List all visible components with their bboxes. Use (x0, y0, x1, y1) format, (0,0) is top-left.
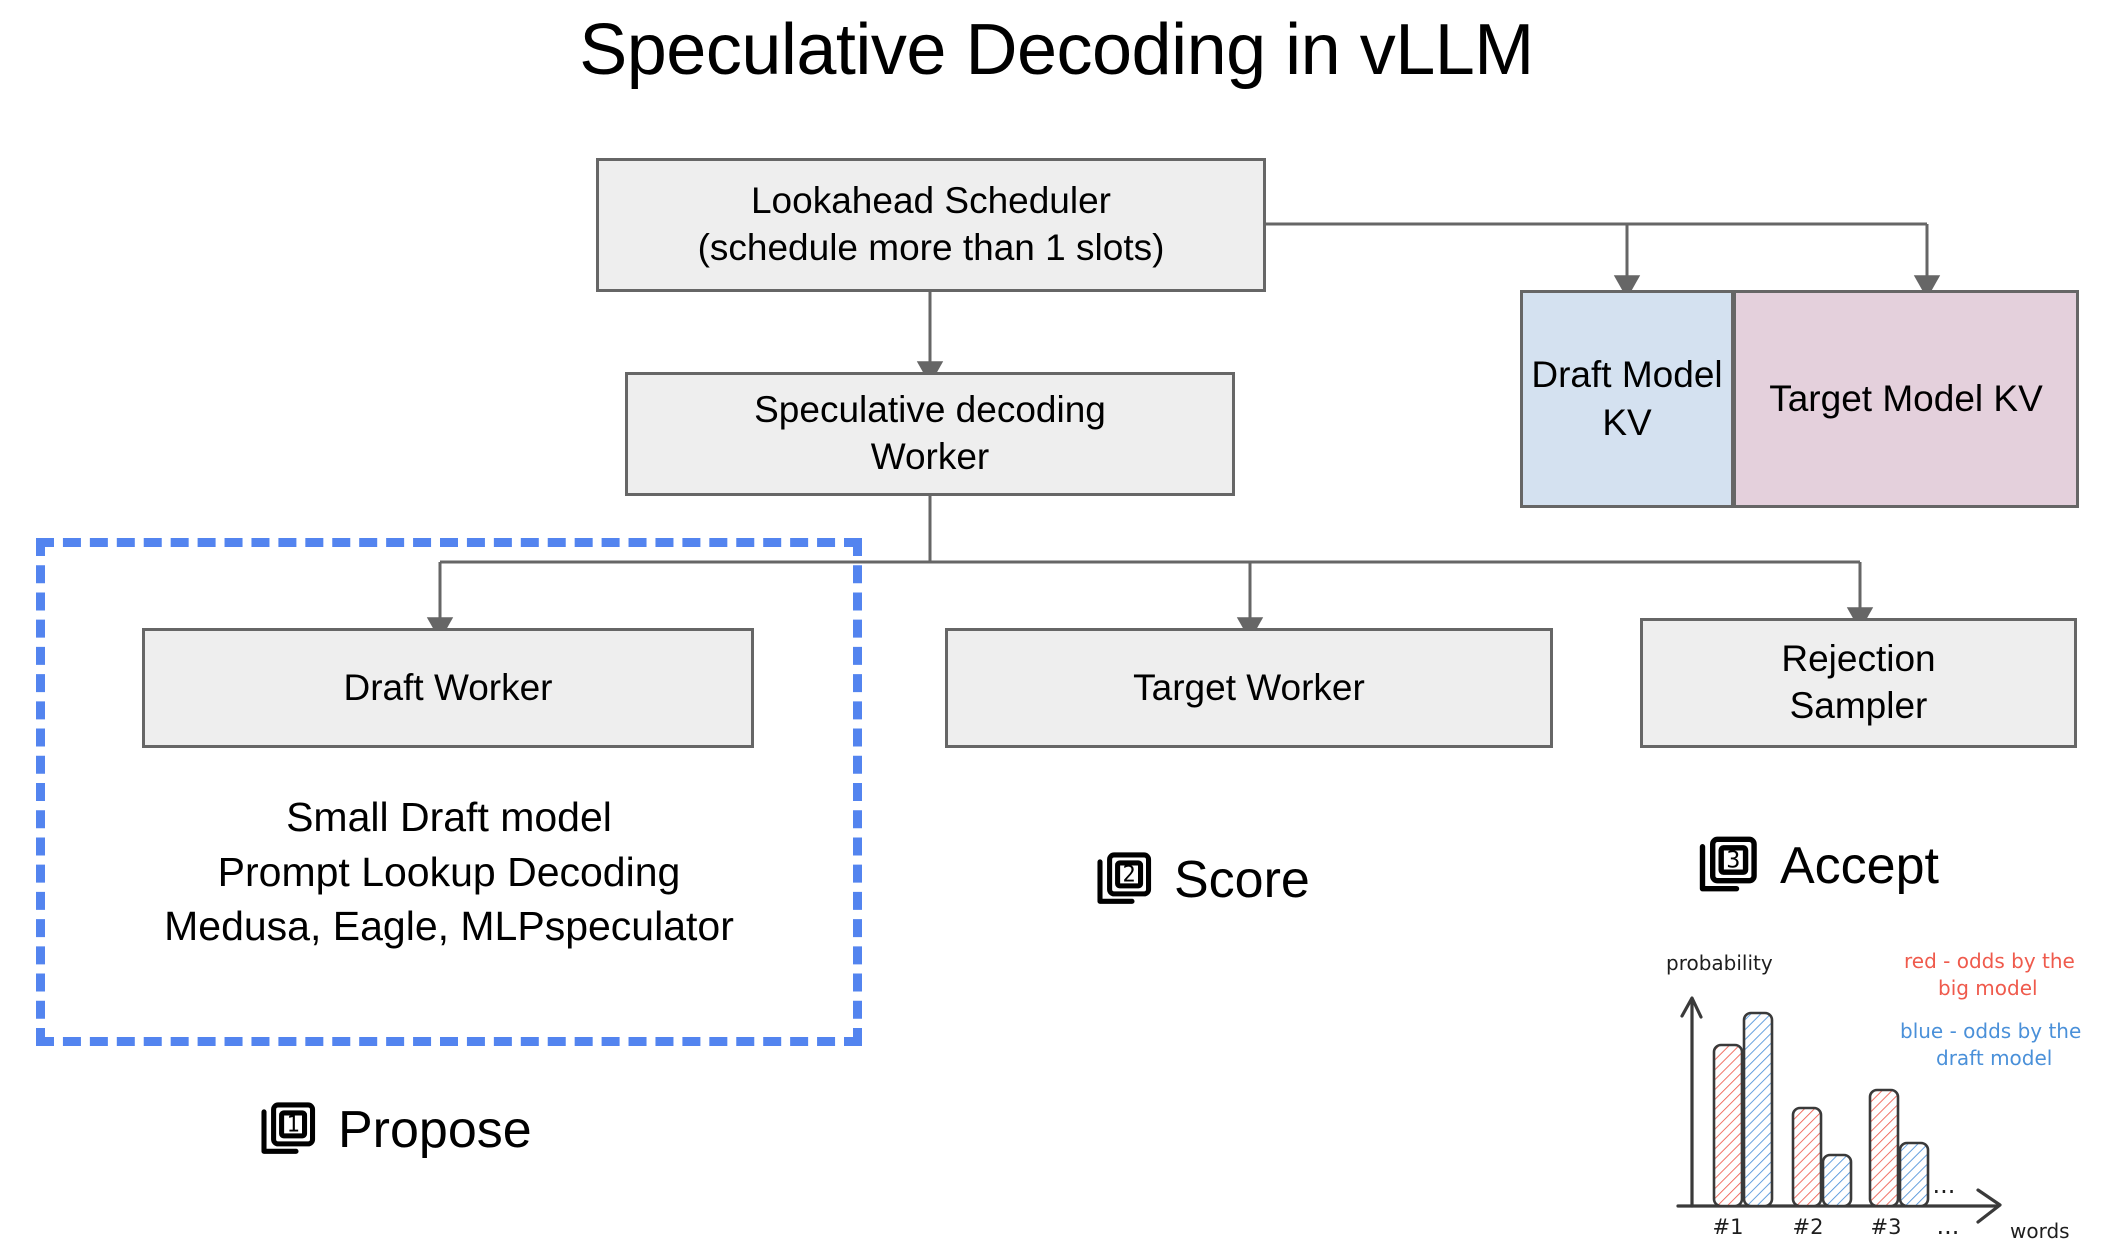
node-line-1: Draft (1531, 353, 1612, 395)
chart-bar-group-2: #2 (1791, 1106, 1853, 1239)
node-line-1: Lookahead Scheduler (750, 180, 1111, 222)
node-line-2: Sampler (1789, 685, 1928, 726)
node-text: Lookahead Scheduler (schedule more than … (698, 178, 1165, 271)
chart-bar-red-3 (1868, 1088, 1900, 1208)
accept-probability-chart: probability words #1 #2 #3 ... ... (1666, 949, 2081, 1243)
node-rejection-sampler[interactable]: Rejection Sampler (1640, 618, 2077, 748)
node-label: Target Worker (1133, 666, 1365, 708)
step-label: Propose (338, 1101, 532, 1159)
draft-detail-line-1: Small Draft model (286, 794, 612, 840)
chart-legend-red-line-2: big model (1938, 976, 2038, 1000)
node-target-worker[interactable]: Target Worker (945, 628, 1553, 748)
chart-xlabel: words (2010, 1219, 2070, 1243)
draft-detail-line-3: Medusa, Eagle, MLPspeculator (164, 903, 734, 950)
step-number: 3 (1726, 846, 1740, 873)
chart-legend-red-line-1: red - odds by the (1904, 949, 2075, 973)
draft-detail-line-2: Prompt Lookup Decoding (217, 848, 681, 895)
propose-highlight-region (36, 538, 862, 1046)
node-draft-worker[interactable]: Draft Worker (142, 628, 754, 748)
node-line-2: Worker (870, 436, 990, 477)
node-text: Draft Model KV (1523, 351, 1731, 447)
node-line-2: KV (1993, 377, 2043, 419)
node-speculative-decoding-worker[interactable]: Speculative decoding Worker (625, 372, 1235, 496)
node-target-model-kv[interactable]: Target Model KV (1734, 290, 2079, 508)
node-text: Rejection Sampler (1781, 636, 1935, 729)
chart-bar-red-1 (1712, 1043, 1744, 1208)
chart-bar-blue-2 (1821, 1153, 1853, 1208)
step-number: 2 (1122, 862, 1135, 887)
chart-tick-label: #2 (1793, 1215, 1824, 1239)
step-number-badge-icon: 3 (1699, 836, 1757, 892)
node-line-1: Target Model (1769, 377, 1984, 419)
step-score: 2 Score (1092, 848, 1310, 912)
chart-bar-red-2 (1791, 1106, 1823, 1208)
chart-ellipsis-top: ... (1933, 1171, 1956, 1199)
draft-worker-details: Small Draft model Prompt Lookup Decoding… (36, 790, 862, 954)
step-label: Score (1174, 851, 1310, 909)
step-number-badge-icon: 2 (1097, 852, 1152, 904)
chart-ylabel: probability (1666, 951, 1773, 975)
node-line-2: (schedule more than 1 slots) (697, 227, 1165, 268)
step-number-badge-icon: 1 (261, 1102, 316, 1154)
chart-tick-label: #3 (1871, 1215, 1902, 1239)
chart-legend-blue-line-2: draft model (1936, 1046, 2052, 1070)
node-line-1: Rejection (1781, 638, 1936, 680)
node-text: Target Model KV (1769, 375, 2043, 423)
node-text: Speculative decoding Worker (754, 387, 1106, 480)
chart-bar-group-3: #3 (1868, 1088, 1930, 1239)
page-title: Speculative Decoding in vLLM (579, 10, 1534, 90)
node-line-2: Model (1621, 353, 1723, 395)
step-label: Accept (1780, 837, 1939, 895)
node-line-1: Speculative decoding (754, 389, 1106, 431)
chart-legend-blue-line-1: blue - odds by the (1900, 1019, 2081, 1043)
chart-bar-group-1: #1 (1712, 1011, 1774, 1239)
chart-tick-label: #1 (1713, 1215, 1744, 1239)
chart-y-axis: probability (1666, 951, 1773, 1208)
node-line-3: KV (1602, 402, 1652, 443)
step-propose: 1 Propose (256, 1098, 532, 1162)
chart-bar-blue-1 (1742, 1011, 1774, 1208)
chart-bar-blue-3 (1898, 1141, 1930, 1208)
node-label: Draft Worker (343, 666, 553, 708)
node-draft-model-kv[interactable]: Draft Model KV (1520, 290, 1734, 508)
chart-ellipsis-bottom: ... (1937, 1212, 1960, 1240)
step-accept: 3 Accept (1694, 832, 1939, 900)
step-number: 1 (286, 1112, 299, 1137)
chart-legend: red - odds by the big model blue - odds … (1900, 949, 2081, 1070)
node-lookahead-scheduler[interactable]: Lookahead Scheduler (schedule more than … (596, 158, 1266, 292)
